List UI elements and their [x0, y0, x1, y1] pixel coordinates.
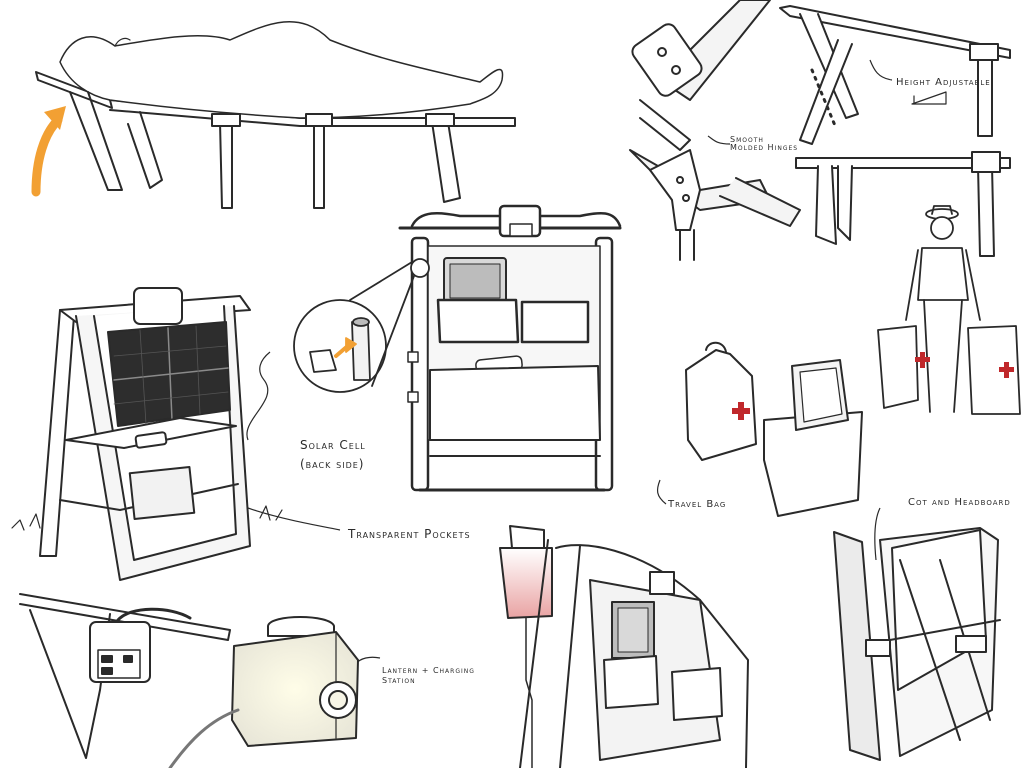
- folded-cot-sketch: [833, 527, 1001, 761]
- solar-stand-sketch: [11, 287, 283, 581]
- label-smooth-line2: Molded Hinges: [730, 143, 799, 153]
- label-lantern-charging-station: Lantern + Charging Station: [382, 666, 475, 687]
- label-solar-cell-line1: Solar Cell: [300, 438, 366, 452]
- reclining-cot-sketch: [35, 20, 516, 209]
- label-lantern-line1: Lantern + Charging: [382, 666, 475, 675]
- front-view-panel-sketch: [398, 204, 622, 492]
- label-cot-and-headboard: Cot and Headboard: [908, 497, 1011, 508]
- person-carrying-bags-sketch: [877, 205, 1021, 415]
- iv-stand-sketch: [499, 525, 749, 768]
- hinge-closeup-sketch: [629, 0, 801, 261]
- label-smooth-line1: Smooth: [730, 135, 764, 144]
- label-height-adjustable: Height Adjustable: [896, 77, 991, 88]
- label-transparent-pockets: Transparent Pockets: [348, 527, 471, 541]
- red-cross-icon: [732, 402, 750, 420]
- magnifier-detail-sketch: [293, 258, 430, 393]
- label-travel-bag: Travel Bag: [668, 499, 727, 510]
- outlet-detail-sketch: [19, 593, 231, 759]
- label-smooth-molded-hinges: Smooth Molded Hinges: [730, 135, 799, 153]
- label-lantern-line2: Station: [382, 676, 416, 686]
- travel-bag-sketch: [685, 341, 863, 517]
- label-solar-cell: Solar Cell (back side): [300, 436, 366, 474]
- red-cross-icon: [915, 352, 1014, 378]
- orange-curved-arrow-icon: [31, 106, 66, 197]
- lantern-sketch: [168, 616, 359, 768]
- height-adjustable-frame-sketch: [779, 5, 1011, 257]
- label-solar-cell-line2: (back side): [300, 457, 365, 472]
